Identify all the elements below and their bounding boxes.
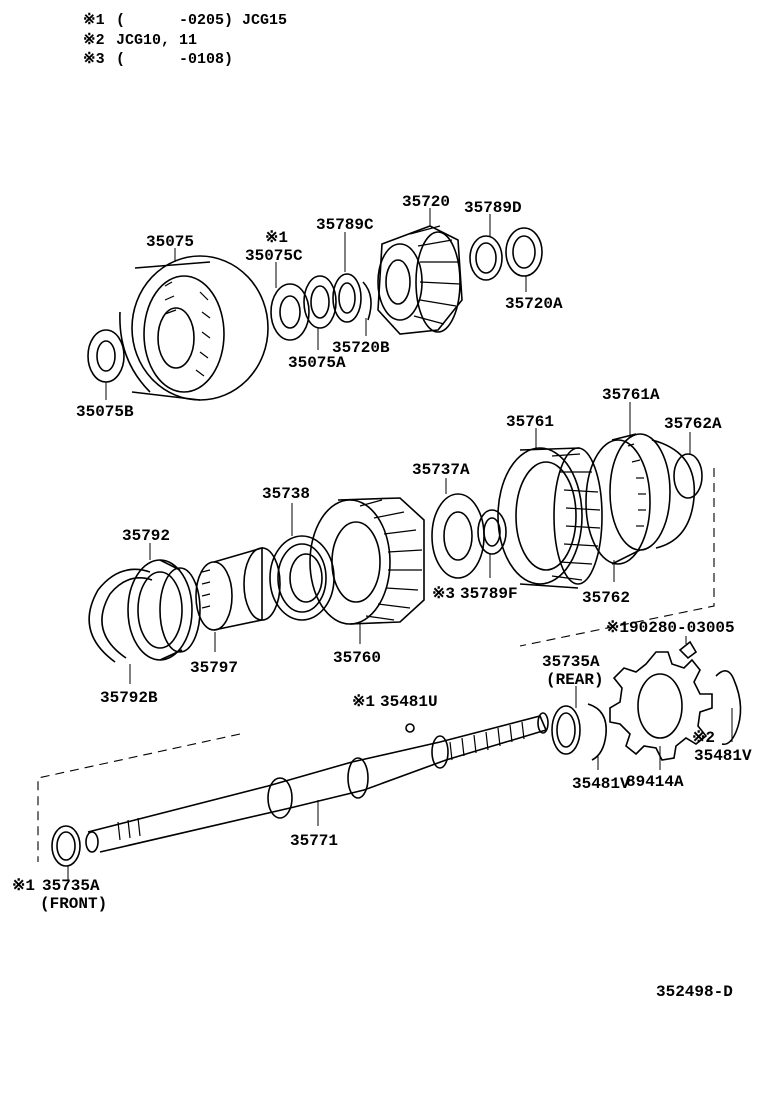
label-35075C-mark: ※1 <box>265 229 288 247</box>
plate-35737A <box>431 493 485 579</box>
label-35481V-a: 35481V <box>572 775 630 793</box>
label-35771: 35771 <box>290 832 338 850</box>
shaft-35771 <box>85 712 549 853</box>
assembly-guide-upper <box>519 468 715 647</box>
race-35789F <box>477 509 507 555</box>
note-3-mark: ※3 <box>83 51 105 68</box>
label-35761A: 35761A <box>602 386 660 404</box>
label-35761: 35761 <box>506 413 554 431</box>
label-35792: 35792 <box>122 527 170 545</box>
drum-35761 <box>497 447 603 589</box>
label-35481U-mark: ※1 <box>352 693 375 711</box>
label-35789F-mark: ※3 <box>432 585 455 603</box>
label-35481V-b-mark: ※2 <box>692 729 715 747</box>
washer-35075C <box>270 283 310 341</box>
label-190280: ※190280-03005 <box>606 619 735 637</box>
snapring-35789C <box>332 273 362 323</box>
key-190280 <box>678 640 698 660</box>
race-35789D <box>469 235 503 281</box>
race-35797 <box>195 546 281 631</box>
label-35789D: 35789D <box>464 199 522 217</box>
note-2-mark: ※2 <box>83 32 105 49</box>
note-2-text: JCG10, 11 <box>116 32 197 49</box>
label-35075B: 35075B <box>76 403 134 421</box>
ring-35762A <box>651 439 703 549</box>
snapring-35481V-a <box>587 703 607 761</box>
label-35760: 35760 <box>333 649 381 667</box>
label-35792B: 35792B <box>100 689 158 707</box>
label-35738: 35738 <box>262 485 310 503</box>
diagram-id: 352498-D <box>656 983 733 1001</box>
ball-35481U <box>405 723 415 733</box>
label-35720A: 35720A <box>505 295 563 313</box>
bearing-35075A <box>303 275 337 329</box>
clutch-35762 <box>585 433 671 565</box>
ring-35720B <box>362 281 372 321</box>
gear-35720 <box>377 225 463 335</box>
label-35797: 35797 <box>190 659 238 677</box>
label-35481V-b: 35481V <box>694 747 752 765</box>
bearing-35792 <box>127 559 201 661</box>
label-35735A-rear: 35735A <box>542 653 600 671</box>
assembly-guide-lower <box>37 733 241 862</box>
label-35720B: 35720B <box>332 339 390 357</box>
snapring-35735A-front <box>51 825 81 867</box>
bearing-35720A <box>505 227 543 277</box>
washer-35075B <box>87 329 125 383</box>
label-35075: 35075 <box>146 233 194 251</box>
label-35737A: 35737A <box>412 461 470 479</box>
label-35481U: 35481U <box>380 693 438 711</box>
label-35762: 35762 <box>582 589 630 607</box>
label-35735A-front-sub: (FRONT) <box>40 895 107 913</box>
label-35762A: 35762A <box>664 415 722 433</box>
snapring-35481V-b <box>715 670 742 746</box>
label-89414A: 89414A <box>626 773 684 791</box>
label-35075C: 35075C <box>245 247 303 265</box>
drum-35075 <box>119 255 269 401</box>
label-35075A: 35075A <box>288 354 346 372</box>
note-1-text: ( -0205) JCG15 <box>116 12 287 29</box>
label-35735A-front: 35735A <box>42 877 100 895</box>
label-35789C: 35789C <box>316 216 374 234</box>
label-35789F: 35789F <box>460 585 518 603</box>
label-35735A-rear-sub: (REAR) <box>546 671 604 689</box>
note-3-text: ( -0108) <box>116 51 233 68</box>
note-1-mark: ※1 <box>83 12 105 29</box>
gear-89414A <box>609 651 713 761</box>
label-35735A-front-mark: ※1 <box>12 877 35 895</box>
ring-35792B <box>88 568 153 663</box>
snapring-35735A-rear <box>551 705 581 755</box>
notes-block: ※1 ( -0205) JCG15 ※2 JCG10, 11 ※3 ( -010… <box>83 12 287 68</box>
gear-35760 <box>309 497 425 625</box>
label-35720: 35720 <box>402 193 450 211</box>
